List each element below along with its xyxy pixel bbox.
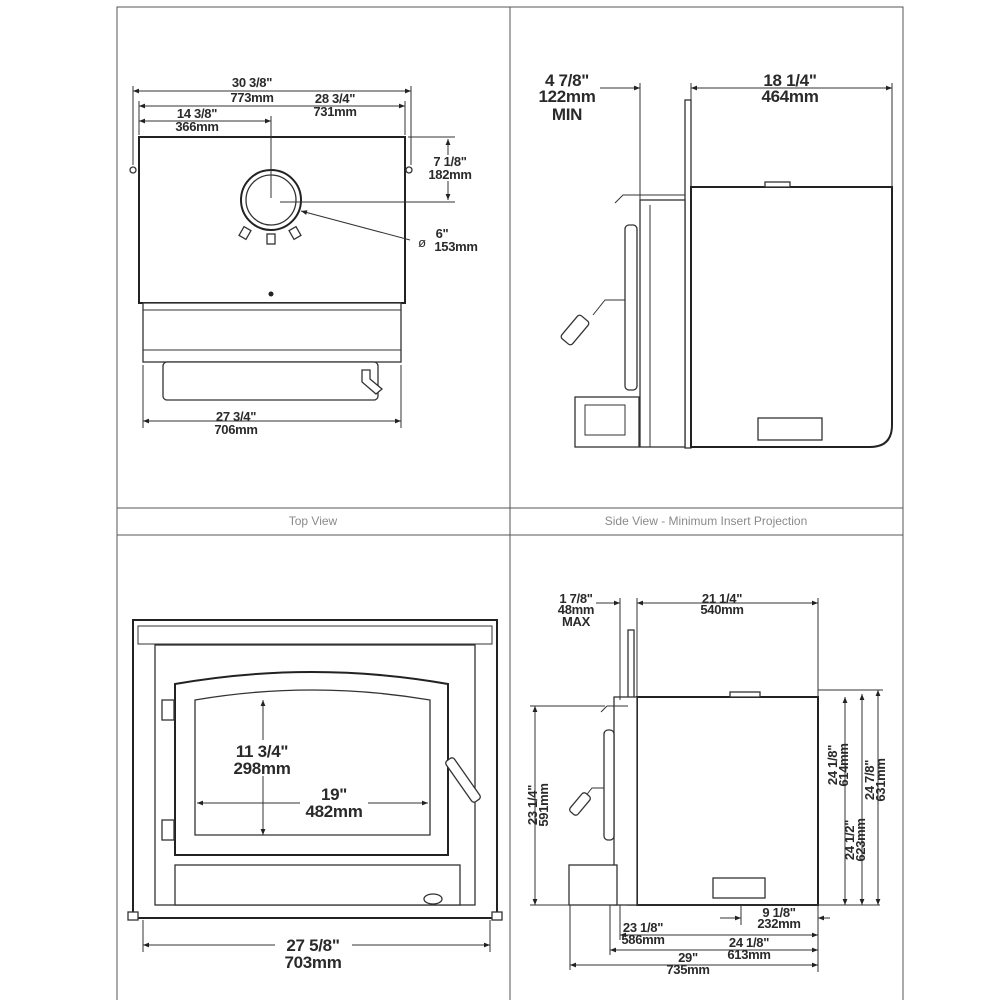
glass-height-mm: 298mm: [233, 759, 290, 778]
glass-width-mm: 482mm: [305, 802, 362, 821]
top-view-drawing: [129, 136, 413, 401]
min-projection-note: MIN: [552, 105, 582, 124]
body-height-in: 24 1/8": [825, 745, 840, 785]
flue-offset-x-mm: 366mm: [175, 119, 218, 134]
front-overall-width-mm: 703mm: [284, 953, 341, 972]
front-height-in: 23 1/4": [525, 785, 540, 825]
overall-width-mm: 773mm: [230, 90, 273, 105]
body-width-in: 28 3/4": [315, 91, 355, 106]
diameter-symbol: ø: [418, 235, 426, 250]
glass: [194, 689, 431, 836]
height-2-mm: 623mm: [853, 818, 868, 861]
front-view-dimensions: [142, 700, 491, 952]
side-view-min-dimensions: [600, 83, 893, 200]
overall-width-in: 30 3/8": [232, 75, 272, 90]
flue-offset-x-in: 14 3/8": [177, 106, 217, 121]
caption-top-view: Top View: [289, 514, 338, 528]
min-projection-in: 4 7/8": [545, 71, 589, 90]
rear-offset-mm: 232mm: [757, 916, 800, 931]
caption-side-view-min: Side View - Minimum Insert Projection: [605, 514, 808, 528]
front-width-mm: 706mm: [214, 422, 257, 437]
max-projection-note: MAX: [562, 614, 591, 629]
flue-offset-y-mm: 182mm: [428, 167, 471, 182]
overall-height-mm: 631mm: [873, 758, 888, 801]
body-width-mm: 731mm: [313, 104, 356, 119]
layout-grid: [116, 6, 904, 1000]
max-projection-mm: 48mm: [558, 602, 594, 617]
max-projection-in: 1 7/8": [559, 591, 592, 606]
ash-drawer: [174, 864, 461, 906]
flue-diameter-mm: 153mm: [434, 239, 477, 254]
top-view-dimensions: [132, 86, 455, 428]
flue-offset-y-in: 7 1/8": [433, 154, 466, 169]
front-height-mm: 591mm: [536, 783, 551, 826]
side-view-min-drawing: [560, 99, 893, 449]
front-view-drawing: [127, 619, 503, 921]
rear-offset-in: 9 1/8": [762, 905, 795, 920]
overall-height-in: 24 7/8": [862, 760, 877, 800]
glass-height-in: 11 3/4": [236, 742, 288, 761]
depth-a-mm: 586mm: [621, 932, 664, 947]
body-height-mm: 614mm: [836, 743, 851, 786]
flue-diameter-in: 6": [436, 226, 449, 241]
overall-depth-mm: 735mm: [666, 962, 709, 977]
depth-in: 18 1/4": [763, 71, 816, 90]
overall-depth-in: 29": [678, 950, 698, 965]
side-view-max-drawing: [568, 629, 819, 906]
max-depth-mm: 540mm: [700, 602, 743, 617]
side-view-max-dimensions: [530, 598, 883, 972]
max-depth-in: 21 1/4": [702, 591, 742, 606]
min-projection-mm: 122mm: [538, 87, 595, 106]
front-overall-width-in: 27 5/8": [286, 936, 339, 955]
depth-a-in: 23 1/8": [623, 920, 663, 935]
depth-b-mm: 613mm: [727, 947, 770, 962]
front-width-in: 27 3/4": [216, 409, 256, 424]
depth-mm: 464mm: [761, 87, 818, 106]
depth-b-in: 24 1/8": [729, 935, 769, 950]
height-2-in: 24 1/2": [842, 820, 857, 860]
glass-width-in: 19": [321, 785, 347, 804]
